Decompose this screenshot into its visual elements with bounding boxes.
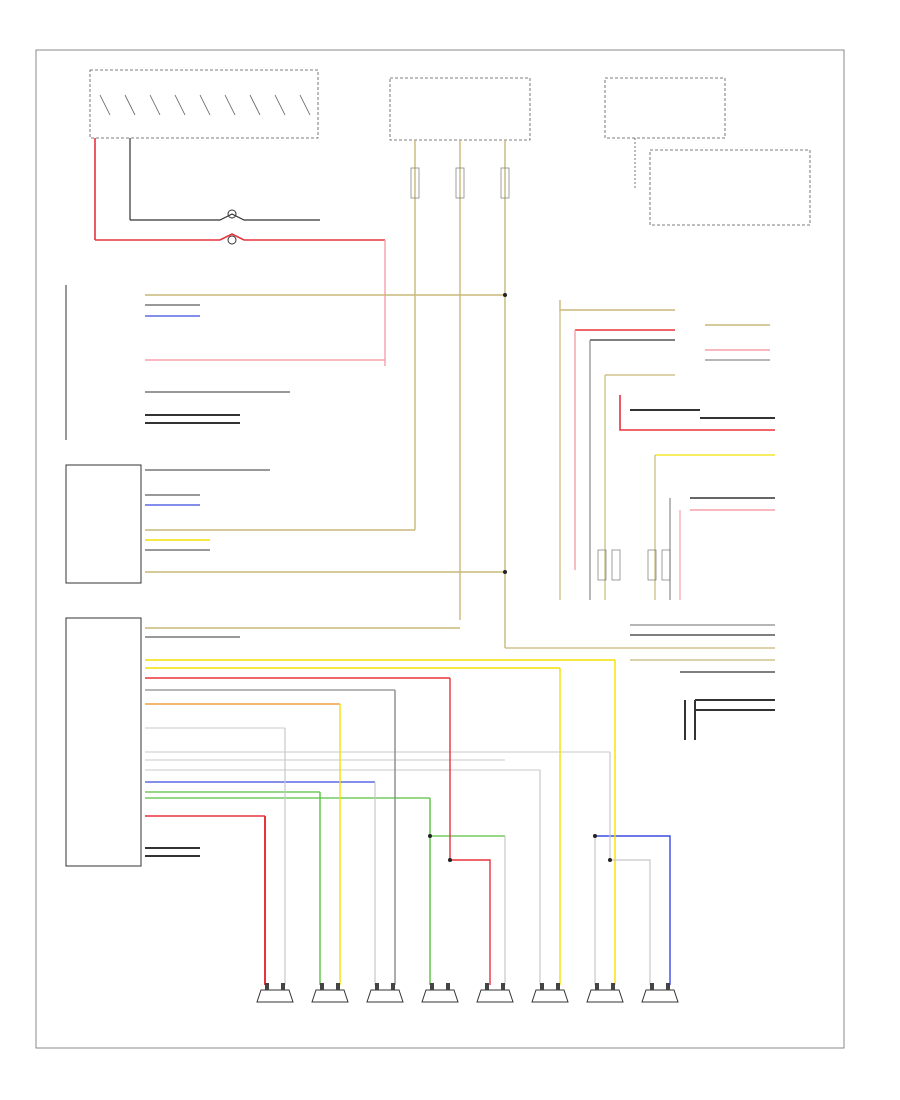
power-feed-lines [95,209,386,366]
speaker-3 [366,983,404,1003]
amplifier-module [65,617,615,867]
speaker-2 [311,983,349,1003]
speakers-group [256,983,679,1003]
controller-module [65,464,505,584]
harness-connectors [597,549,671,581]
speaker-6 [531,983,569,1003]
diagram-frame [35,49,845,1049]
speaker-drops [264,660,671,985]
radio-module [65,285,505,440]
antenna-module [604,77,811,226]
speaker-4 [421,983,459,1003]
speaker-8 [641,983,679,1003]
fuse-block [89,69,319,240]
junction-dots [428,293,612,862]
speaker-5 [476,983,514,1003]
top-connectors [389,77,531,648]
speaker-1 [256,983,294,1003]
speaker-7 [586,983,624,1003]
right-harness [505,300,775,740]
